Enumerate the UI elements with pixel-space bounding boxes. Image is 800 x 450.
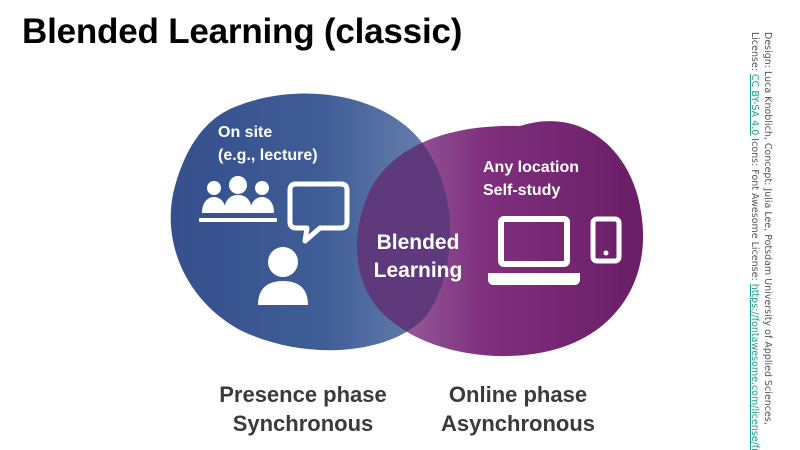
online-phase-label: Online phase Asynchronous bbox=[408, 380, 628, 438]
speech-bubble-icon bbox=[287, 181, 350, 244]
page-title: Blended Learning (classic) bbox=[22, 12, 463, 51]
online-phase-line1: Online phase bbox=[448, 382, 588, 407]
license-link[interactable]: CC BY-SA 4.0 bbox=[749, 74, 760, 136]
presence-phase-line2: Synchronous bbox=[232, 411, 374, 436]
fontawesome-license-link[interactable]: https://fontawesome.com/license/free. bbox=[749, 283, 760, 450]
blended-label-line1: Blended bbox=[377, 231, 460, 254]
user-icon bbox=[258, 247, 308, 305]
online-label-line1: Any location bbox=[483, 159, 579, 176]
onsite-label-line2: (e.g., lecture) bbox=[218, 147, 318, 164]
presence-phase-label: Presence phase Synchronous bbox=[193, 380, 413, 438]
laptop-icon bbox=[488, 216, 580, 285]
mobile-phone-icon bbox=[590, 216, 622, 264]
onsite-label-line1: On site bbox=[218, 124, 272, 141]
icons-credit-text: Icons: Font Awesome License: bbox=[749, 135, 760, 284]
online-label-line2: Self-study bbox=[483, 182, 560, 199]
blended-overlap bbox=[356, 121, 451, 351]
blended-label-line2: Learning bbox=[374, 259, 463, 282]
credit-text: Design: Luca Knoblich, Concept: Julia Le… bbox=[742, 32, 774, 450]
presence-phase-line1: Presence phase bbox=[219, 382, 387, 407]
credit-line2: License: CC BY-SA 4.0 Icons: Font Awesom… bbox=[748, 32, 761, 450]
online-phase-line2: Asynchronous bbox=[440, 411, 596, 436]
license-prefix: License: bbox=[749, 32, 760, 75]
group-icon bbox=[199, 176, 277, 222]
credit-line1: Design: Luca Knoblich, Concept: Julia Le… bbox=[762, 32, 773, 425]
